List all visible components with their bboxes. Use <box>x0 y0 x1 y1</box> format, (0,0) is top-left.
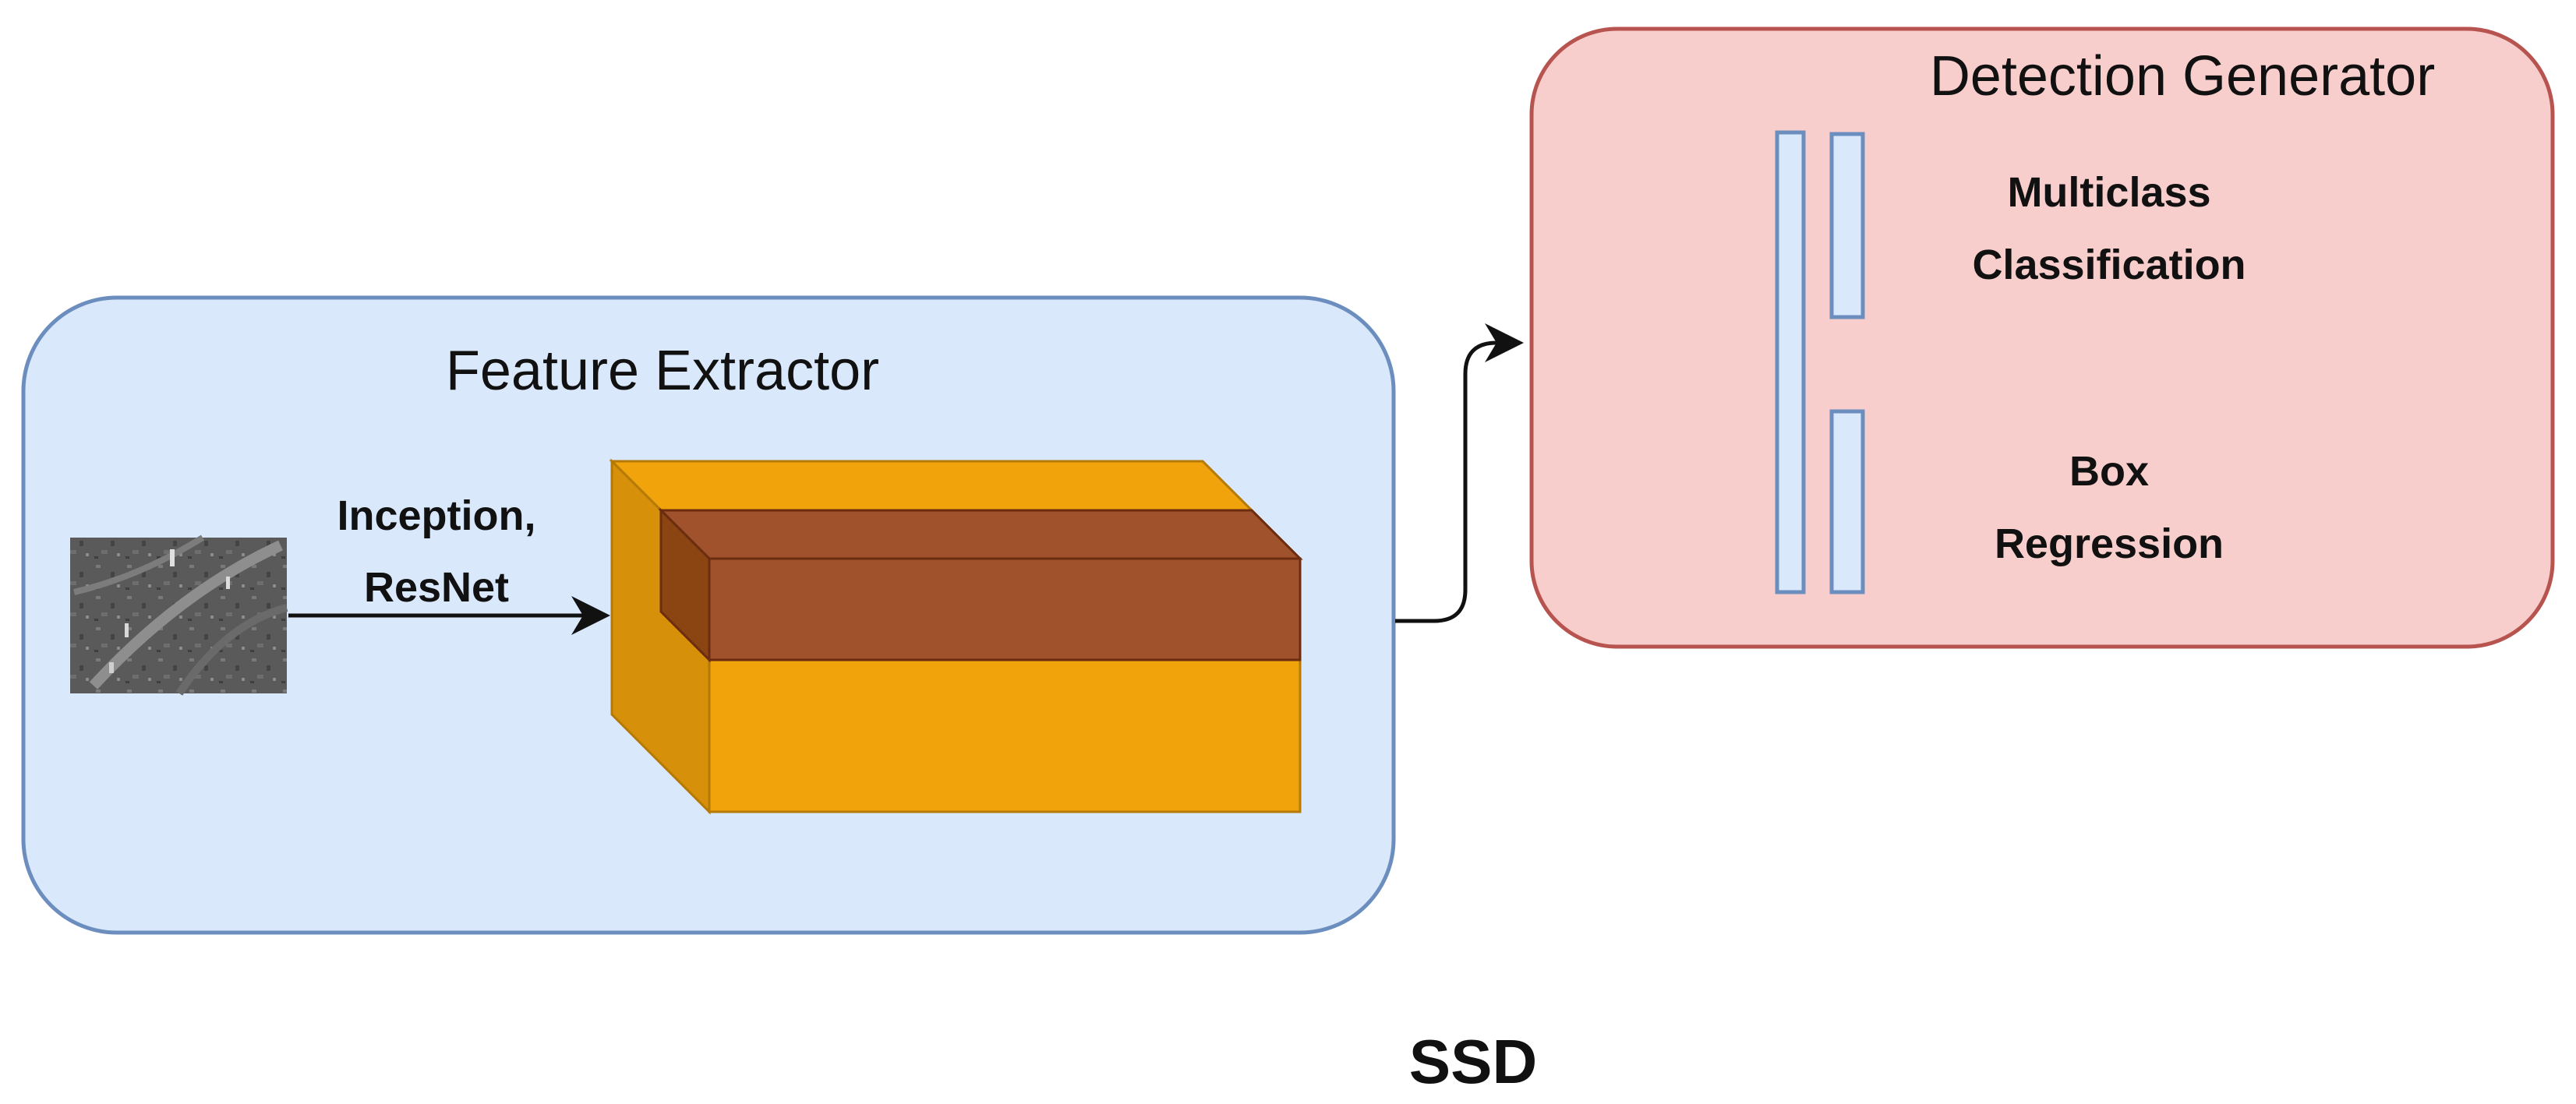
shared-layer-bar <box>1775 130 1806 594</box>
regression-label-line1: Box <box>2069 448 2149 495</box>
classification-label-line1: Multiclass <box>2007 169 2210 216</box>
backbone-label-line2: ResNet <box>364 564 509 611</box>
diagram-caption: SSD <box>1409 1027 1538 1096</box>
feature-extractor-panel: Feature Extractor Inception, ResNet <box>21 295 1396 935</box>
classification-label-line2: Classification <box>1972 242 2246 288</box>
feature-extractor-title: Feature Extractor <box>446 340 879 402</box>
regression-layer-bar <box>1829 409 1865 594</box>
detection-generator-panel: Detection Generator Multiclass Classific… <box>1529 26 2555 649</box>
backbone-label-line1: Inception, <box>337 492 536 539</box>
input-image-icon <box>70 534 288 696</box>
classification-layer-bar <box>1829 132 1865 319</box>
detection-generator-title: Detection Generator <box>1930 45 2435 108</box>
connector-arrow <box>1395 323 1524 623</box>
feature-map-block <box>609 458 1303 815</box>
regression-label-line2: Regression <box>1995 520 2224 567</box>
